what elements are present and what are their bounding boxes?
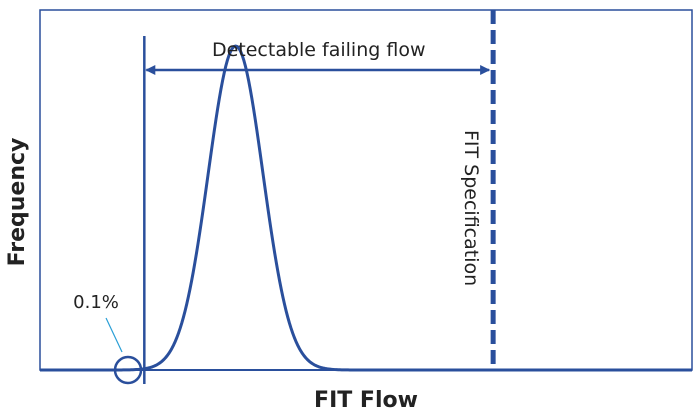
spec-label: FIT Specification: [460, 130, 482, 286]
tail-circle: [113, 355, 143, 385]
tail-label: 0.1%: [73, 292, 119, 313]
y-axis-title: Frequency: [5, 138, 30, 267]
tail-pointer: [105, 317, 123, 353]
plot-frame: [39, 9, 693, 371]
x-axis-title: FIT Flow: [314, 388, 418, 413]
range-label: Detectable failing flow: [212, 39, 426, 61]
frequency-curve: [40, 44, 692, 372]
